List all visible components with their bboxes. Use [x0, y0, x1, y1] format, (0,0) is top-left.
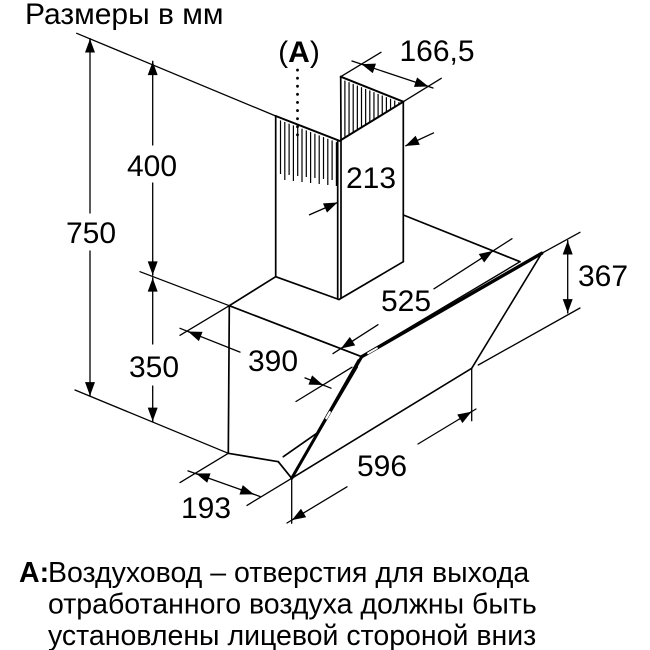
dim-body-top-depth: 390 — [248, 345, 298, 378]
chimney-duct-outline — [274, 75, 405, 301]
vent-slots-top-triangle — [344, 80, 400, 137]
footnote-line-1: Воздуховод – отверстия для выхода — [48, 557, 529, 589]
dim-bottom-depth: 193 — [181, 492, 231, 525]
dimension-arrowheads — [85, 38, 573, 521]
dim-duct-front-width: 213 — [346, 162, 396, 195]
vent-slots-left-panel — [279, 120, 337, 186]
dim-duct-top-depth: 166,5 — [399, 35, 474, 68]
dim-glass-side-height: 367 — [578, 260, 628, 293]
footnote-prefix: A: — [19, 557, 49, 589]
footnote-line-2: отработанного воздуха должны быть — [48, 589, 537, 621]
footnote-line-3: установлены лицевой стороной вниз — [48, 620, 536, 650]
dim-top-depth: 525 — [381, 285, 431, 318]
dim-total-height: 750 — [66, 217, 116, 250]
dimension-lines — [74, 32, 581, 524]
dim-body-height: 350 — [129, 351, 179, 384]
footnote: A: Воздуховод – отверстия для выхода отр… — [19, 557, 537, 650]
glass-panel-outline — [290, 251, 544, 480]
drawing-title: Размеры в мм — [25, 0, 224, 31]
dim-chimney-height: 400 — [127, 150, 177, 183]
dim-glass-width: 596 — [357, 450, 407, 483]
callout-a-label: (A) — [278, 36, 320, 69]
